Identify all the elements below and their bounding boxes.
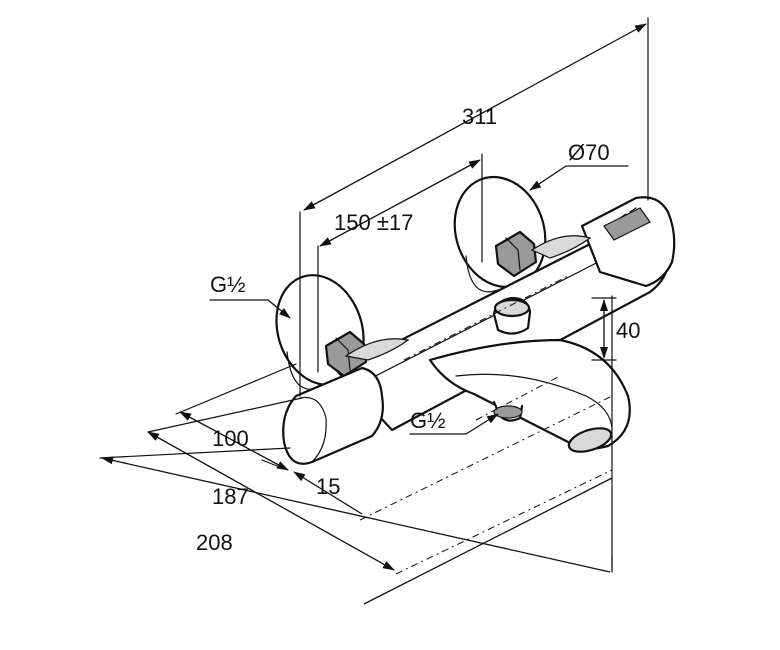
label-thread-inlet: G½ [210, 272, 245, 297]
label-projection-187: 187 [212, 484, 249, 509]
dim-line-208-b [363, 477, 613, 605]
dimension-lines [101, 23, 647, 605]
dim-line-208-a [101, 456, 611, 573]
label-311: 311 [462, 104, 497, 129]
label-projection-208: 208 [196, 530, 233, 555]
label-offset-15: 15 [316, 474, 340, 499]
faucet-body [275, 175, 676, 465]
label-thread-outlet: G½ [410, 408, 445, 433]
dim-line-187 [147, 431, 395, 571]
right-handle [580, 196, 676, 288]
dim-line-150 [319, 159, 481, 247]
label-projection-100: 100 [212, 426, 249, 451]
label-diameter: Ø70 [568, 140, 610, 165]
leader-thread-inlet [267, 299, 291, 319]
right-hex-connector [494, 230, 538, 278]
right-lever [530, 235, 592, 259]
left-hex-connector [324, 330, 368, 378]
diverter-knob [492, 296, 532, 335]
label-150-tolerance: 150 ±17 [334, 210, 413, 235]
left-handle [282, 366, 384, 465]
label-height: 40 [616, 318, 640, 343]
leader-thread-outlet [465, 413, 499, 435]
spout [428, 338, 631, 453]
dimension-labels: 311 150 ±17 Ø70 G½ G½ 40 100 15 187 208 [196, 104, 640, 555]
leader-diameter [529, 165, 567, 191]
left-lever [344, 338, 410, 361]
